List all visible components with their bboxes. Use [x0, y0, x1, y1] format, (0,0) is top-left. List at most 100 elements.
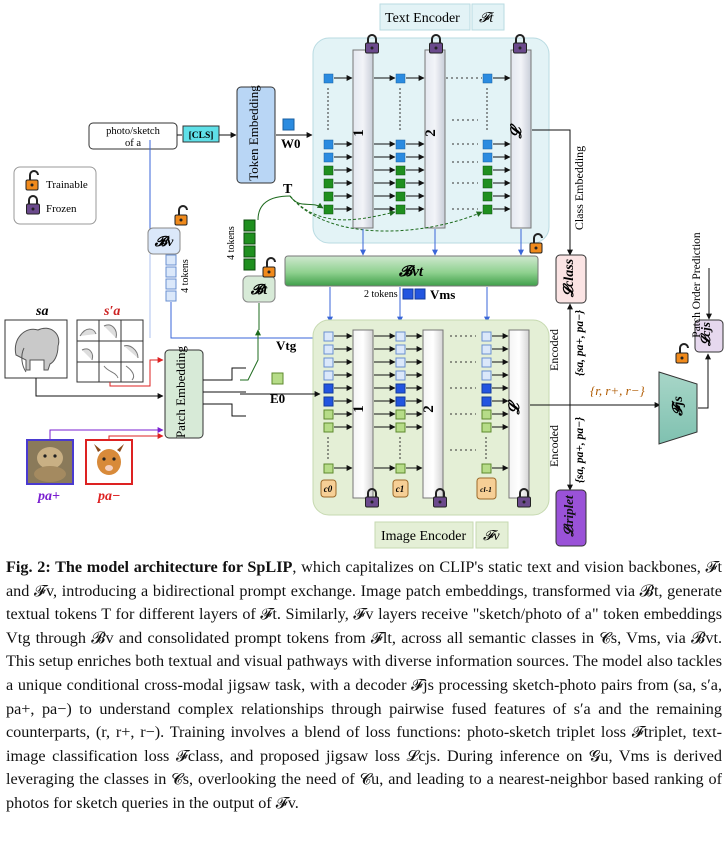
lock-open-icon [262, 257, 276, 278]
lock-open-icon [174, 205, 188, 226]
vtg-arrow [170, 302, 326, 341]
cls-token-box [182, 125, 220, 143]
lock-open-icon [675, 343, 689, 364]
image-token-column-2: cl-1 [476, 331, 497, 500]
l-cjs-box [694, 319, 724, 353]
l-class-box [555, 254, 587, 304]
t-label: T [283, 182, 293, 197]
text-encoder-dots [452, 119, 478, 210]
l-cjs-label: 𝓛cjs [698, 322, 713, 347]
image-encoder-symbol-box [475, 521, 509, 549]
e0-label: E0 [270, 391, 285, 406]
image-layer-2-column [422, 329, 444, 499]
image-encoder-label: Image Encoder [381, 529, 466, 544]
photo-positive-dog [26, 439, 74, 485]
l-triplet-label: 𝓛triplet [561, 495, 576, 538]
text-layer-2-label: 2 [423, 129, 439, 137]
t-arrows [257, 195, 483, 232]
image-encoder-arrows [334, 333, 509, 471]
bv-box [147, 227, 181, 255]
pa-minus-label: pa− [97, 489, 120, 504]
image-layer-2-label: 2 [421, 405, 437, 413]
bvt-label: 𝓑vt [398, 264, 424, 280]
sketch-to-patch-arrow [35, 378, 164, 399]
text-token-column-0 [323, 73, 334, 215]
image-token-column-0: c0 [320, 331, 337, 498]
image-encoder-symbol: 𝓕v [483, 529, 500, 544]
photo-arrows [49, 427, 164, 440]
bvt-output-arrows [327, 287, 490, 323]
w0-label: W0 [281, 136, 301, 151]
photo-negative-dog [85, 439, 133, 485]
text-layer-2-column [424, 49, 446, 229]
bvt-input-arrows [360, 229, 524, 256]
patch-embedding-box [164, 349, 204, 439]
two-tokens-label: 2 tokens [364, 289, 398, 300]
set-upper: {sa, pa+, pa−} [574, 310, 586, 376]
image-encoder-title-box [374, 521, 474, 549]
text-token-column-2 [482, 73, 493, 215]
encoded-lower: Encoded [547, 425, 561, 467]
architecture-diagram: Text Encoder 𝓕t 1 2 𝓛 [4, 3, 724, 549]
text-encoder-label: Text Encoder [385, 11, 460, 26]
c1-label: c1 [396, 484, 405, 494]
text-layer-1-column [352, 49, 374, 229]
vms-label: Vms [430, 287, 455, 302]
image-layer-1-label: 1 [351, 405, 367, 413]
l-triplet-box [555, 489, 587, 547]
class-embedding-label: Class Embedding [572, 146, 586, 230]
bt-output-tokens [243, 219, 256, 271]
patch-embedding-label: Patch Embedding [173, 345, 188, 438]
image-encoder-dots [450, 335, 476, 451]
patch-embedding-arrows [203, 329, 321, 417]
bt-label: 𝓑t [250, 283, 268, 298]
set-lower: {sa, pa+, pa−} [574, 417, 586, 483]
patch-order-label: Patch Order Prediction [691, 232, 703, 338]
sa-prime-label: s′a [103, 304, 120, 319]
e0-token [271, 372, 284, 385]
token-embedding-box [236, 86, 276, 184]
encoded-upper: Encoded [547, 329, 561, 371]
text-encoder-arrows [334, 75, 511, 212]
figure-caption: Fig. 2: The model architecture for SpLIP… [6, 556, 722, 816]
vms-token [414, 288, 426, 300]
class-embedding-arrow [532, 129, 573, 256]
token-embedding-label: Token Embedding [246, 85, 261, 181]
legend-trainable: Trainable [46, 179, 88, 191]
bv-label: 𝓑v [154, 235, 174, 250]
text-encoder-symbol: 𝓕t [479, 11, 494, 26]
w0-token [282, 118, 295, 131]
text-encoder-symbol-box [471, 3, 505, 31]
image-token-column-1: c1 [392, 331, 409, 498]
text-token-column-1 [395, 73, 406, 215]
text-layer-1-label: 1 [351, 129, 367, 137]
shuffled-sketch-image [76, 319, 144, 383]
fjs-to-cjs-arrow [698, 353, 711, 409]
prompt-text-box [88, 122, 178, 150]
prompt-text-line1: photo/sketch [106, 126, 160, 137]
pa-plus-label: pa+ [37, 489, 60, 504]
four-tokens-bt: 4 tokens [226, 226, 237, 260]
r-set-label: {r, r+, r−} [590, 383, 645, 398]
bt-box [242, 275, 276, 303]
bvt-box [284, 255, 539, 287]
vtg-label: Vtg [276, 338, 297, 353]
vms-token [402, 288, 414, 300]
caption-label: Fig. 2: The model architecture for SpLIP [6, 558, 293, 576]
legend-frozen: Frozen [46, 203, 77, 215]
cls-token: [CLS] [189, 131, 214, 141]
f-js-label: 𝓕js [671, 396, 686, 417]
caption-text: , which capitalizes on CLIP's static tex… [6, 558, 722, 812]
image-layer-1-column [352, 329, 374, 499]
bv-output-tokens [165, 254, 177, 302]
fjs-decoder-shape [658, 371, 698, 445]
shuffled-sketch-arrows [109, 357, 164, 387]
l-class-label: 𝓛class [562, 258, 577, 298]
cl1-label: cl-1 [480, 485, 492, 494]
prompt-text-line2: of a [125, 138, 141, 149]
sa-label: sa [35, 304, 48, 319]
legend-box [13, 166, 97, 225]
four-tokens-bv: 4 tokens [180, 259, 191, 293]
sketch-image-elephant [4, 319, 68, 379]
text-encoder-title-box [379, 3, 471, 31]
